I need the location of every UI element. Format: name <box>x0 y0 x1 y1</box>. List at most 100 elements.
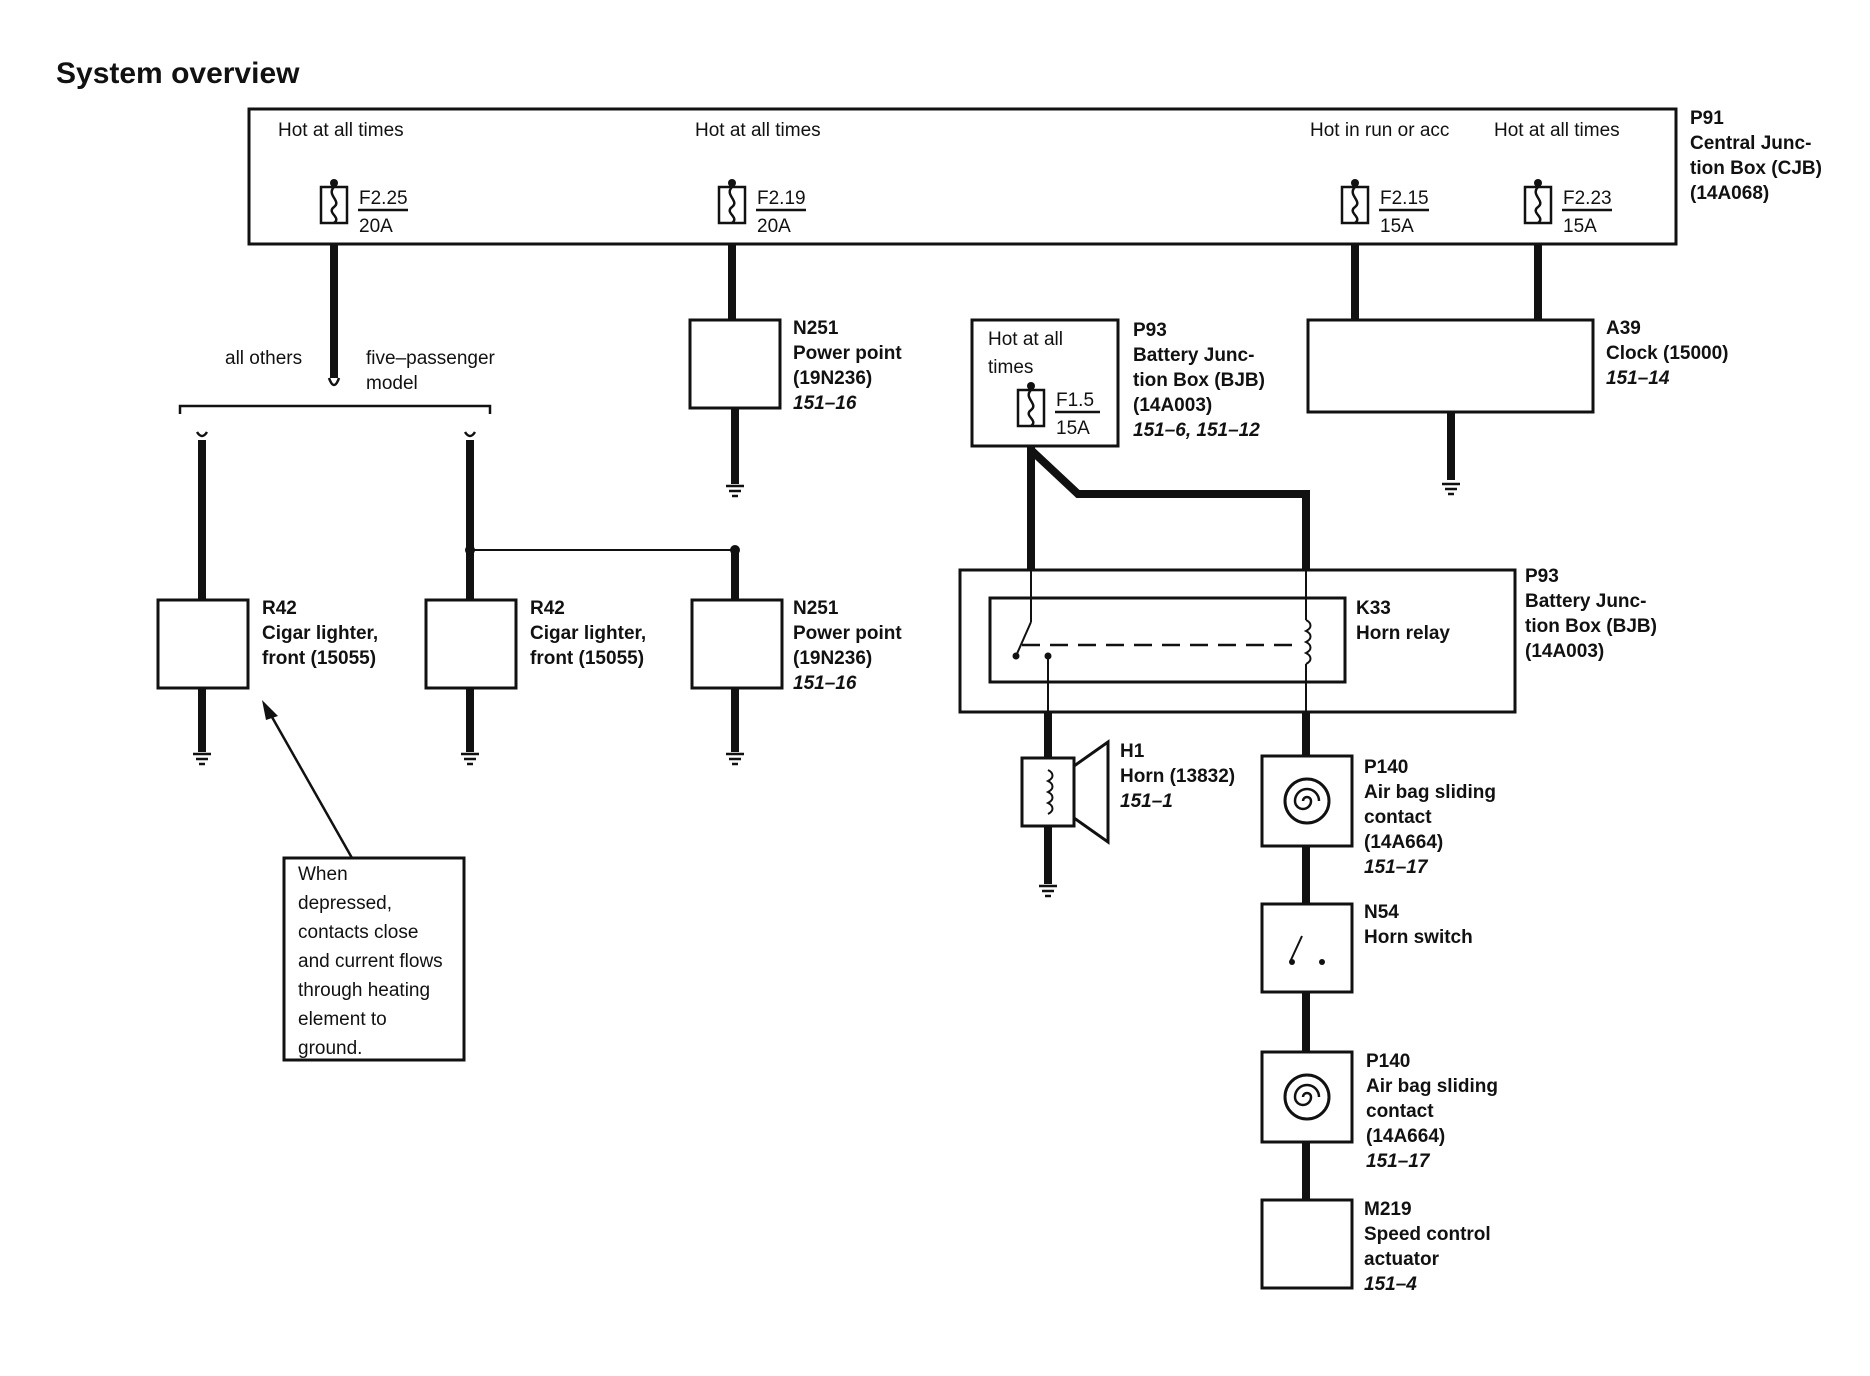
component-name: Cigar lighter, <box>262 623 378 644</box>
note-arrow <box>262 700 354 859</box>
component-part: (14A664) <box>1366 1126 1445 1147</box>
fuse-name: F1.5 <box>1056 390 1094 411</box>
component-id: R42 <box>262 598 297 619</box>
horn <box>1020 712 1110 898</box>
fuse-rating: 20A <box>359 216 393 237</box>
component-name: contact <box>1364 807 1432 828</box>
component-name: Cigar lighter, <box>530 623 646 644</box>
component-id: N54 <box>1364 902 1399 923</box>
branch-label-all-others: all others <box>225 348 302 369</box>
bjb-label: (14A003) <box>1525 641 1604 662</box>
bjb-label: tion Box (BJB) <box>1133 370 1265 391</box>
fuse-name: F2.15 <box>1380 188 1429 209</box>
component-ref: 151–1 <box>1120 791 1173 812</box>
component-id: H1 <box>1120 741 1145 762</box>
central-junction-box: Hot at all times Hot at all times Hot in… <box>247 107 1678 246</box>
cigar-lighter-right <box>424 440 740 766</box>
svg-text:Central Junc-: Central Junc- <box>1690 133 1811 154</box>
svg-text:P91: P91 <box>1690 108 1724 129</box>
component-part: (19N236) <box>793 368 872 389</box>
component-id: M219 <box>1364 1199 1412 1220</box>
feed-label: Hot at all times <box>695 120 821 141</box>
svg-text:(14A068): (14A068) <box>1690 183 1769 204</box>
power-point-top <box>688 318 782 498</box>
cjb-label: P91 Central Junc- tion Box (CJB) (14A068… <box>1690 108 1822 204</box>
component-part: front (15055) <box>530 648 644 669</box>
component-id: R42 <box>530 598 565 619</box>
battery-junction-box-fuse: Hot at all times F1.5 15A <box>970 318 1120 448</box>
note-box: When depressed, contacts close and curre… <box>282 856 466 1062</box>
note-line: ground. <box>298 1038 362 1059</box>
fuse-name: F2.19 <box>757 188 806 209</box>
relay-feed-wires <box>1027 446 1310 570</box>
bjb-label: P93 <box>1133 320 1167 341</box>
cigar-lighter-left <box>156 440 250 766</box>
wires <box>327 244 1542 480</box>
component-ref: 151–17 <box>1366 1151 1431 1172</box>
bjb-label: tion Box (BJB) <box>1525 616 1657 637</box>
note-line: through heating <box>298 980 430 1001</box>
fuse-rating: 15A <box>1056 418 1090 439</box>
feed-label: Hot at all times <box>1494 120 1620 141</box>
component-name: Air bag sliding <box>1366 1076 1498 1097</box>
feed-label: Hot at all <box>988 329 1063 350</box>
component-name: Clock (15000) <box>1606 343 1729 364</box>
page-title: System overview <box>56 57 300 90</box>
clock <box>1306 318 1595 496</box>
horn-circuit-chain <box>1260 712 1354 1290</box>
component-name: Power point <box>793 343 902 364</box>
bjb-label: Battery Junc- <box>1525 591 1646 612</box>
svg-text:tion Box (CJB): tion Box (CJB) <box>1690 158 1822 179</box>
component-ref: 151–16 <box>793 673 857 694</box>
note-line: When <box>298 864 348 885</box>
power-point-bottom <box>690 550 784 766</box>
component-name: Speed control <box>1364 1224 1491 1245</box>
component-name: Air bag sliding <box>1364 782 1496 803</box>
component-ref: 151–14 <box>1606 368 1670 389</box>
fuse-name: F2.23 <box>1563 188 1612 209</box>
component-ref: 151–4 <box>1364 1274 1417 1295</box>
component-id: P140 <box>1364 757 1408 778</box>
component-ref: 151–16 <box>793 393 857 414</box>
component-id: N251 <box>793 598 839 619</box>
ground-icon <box>724 484 746 498</box>
component-part: (19N236) <box>793 648 872 669</box>
ground-icon <box>724 752 746 766</box>
fuse-name: F2.25 <box>359 188 408 209</box>
bjb-label: (14A003) <box>1133 395 1212 416</box>
feed-label: times <box>988 357 1033 378</box>
bjb-label: P93 <box>1525 566 1559 587</box>
component-id: A39 <box>1606 318 1641 339</box>
component-name: Horn (13832) <box>1120 766 1235 787</box>
component-id: P140 <box>1366 1051 1410 1072</box>
feed-label: Hot in run or acc <box>1310 120 1449 141</box>
component-id: N251 <box>793 318 839 339</box>
fuse-rating: 20A <box>757 216 791 237</box>
horn-relay-assembly <box>958 568 1517 720</box>
fuse-rating: 15A <box>1563 216 1597 237</box>
ground-icon <box>1440 482 1462 496</box>
ground-icon <box>191 752 213 766</box>
note-line: element to <box>298 1009 387 1030</box>
fuse-rating: 15A <box>1380 216 1414 237</box>
component-name: Horn relay <box>1356 623 1450 644</box>
component-name: Power point <box>793 623 902 644</box>
ground-icon <box>1037 884 1059 898</box>
branch-label-five-passenger: five–passenger <box>366 348 496 369</box>
component-name: contact <box>1366 1101 1434 1122</box>
note-line: and current flows <box>298 951 443 972</box>
component-name: Horn switch <box>1364 927 1473 948</box>
note-line: depressed, <box>298 893 392 914</box>
component-part: (14A664) <box>1364 832 1443 853</box>
component-ref: 151–17 <box>1364 857 1429 878</box>
bjb-ref: 151–6, 151–12 <box>1133 420 1260 441</box>
component-id: K33 <box>1356 598 1391 619</box>
feed-label: Hot at all times <box>278 120 404 141</box>
branch-label-model: model <box>366 373 418 394</box>
ground-icon <box>459 752 481 766</box>
branch-bracket <box>178 404 492 414</box>
note-line: contacts close <box>298 922 418 943</box>
bjb-label: Battery Junc- <box>1133 345 1254 366</box>
component-part: front (15055) <box>262 648 376 669</box>
